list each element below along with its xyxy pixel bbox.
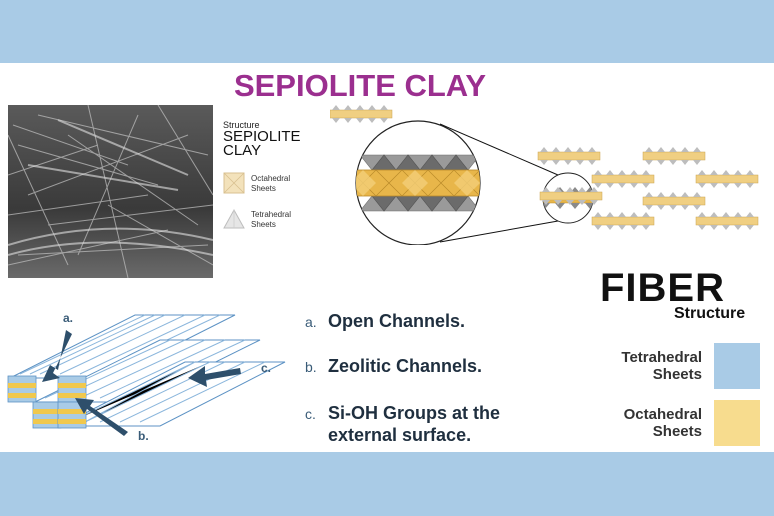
structure-legend-name-line1: SEPIOLITE	[223, 128, 301, 145]
fiber-legend-tetrahedral-line1: Tetrahedral	[621, 349, 702, 366]
legend-tetrahedral-label-line2: Sheets	[251, 220, 276, 229]
arrow-b-icon	[75, 398, 128, 436]
crystal-structure-illustration	[330, 105, 759, 245]
page-title: SEPIOLITE CLAY	[233, 68, 487, 103]
diagram-label-c: c.	[261, 361, 271, 375]
sepiolite-block-pattern	[330, 105, 759, 231]
fiber-legend-octahedral-line1: Octahedral	[623, 406, 702, 423]
arrow-c-icon	[188, 366, 241, 387]
diagram-label-a: a.	[63, 311, 73, 325]
structure-legend-name-line2: CLAY	[223, 142, 262, 159]
bottom-band	[0, 452, 774, 516]
diagram-label-b: b.	[138, 429, 149, 443]
list-item-letter: b.	[305, 359, 317, 375]
top-band	[0, 0, 774, 63]
fiber-legend-tetrahedral-line2: Sheets	[652, 366, 702, 383]
octahedral-layer-zoomed	[356, 154, 480, 212]
tetrahedral-swatch-icon	[223, 208, 245, 229]
structure-legend-caption: Structure	[223, 120, 260, 130]
fiber-strand-3	[59, 361, 286, 427]
list-item-text: Si-OH Groups at the external surface.	[328, 403, 501, 445]
legend-octahedral-label-line2: Sheets	[251, 184, 276, 193]
channel-arrows	[42, 330, 241, 436]
tetrahedral-color-swatch	[714, 343, 760, 389]
legend-octahedral-label-line1: Octahedral	[251, 174, 291, 183]
structure-legend: Structure SEPIOLITE CLAY Octahedral Shee…	[223, 120, 333, 229]
arrow-a-icon	[42, 330, 72, 382]
legend-item-octahedral: Octahedral Sheets	[223, 172, 333, 198]
octahedral-swatch-icon	[223, 172, 245, 194]
list-item-text: Zeolitic Channels.	[328, 356, 483, 376]
list-item-letter: a.	[305, 314, 317, 330]
fiber-legend-octahedral-line2: Sheets	[652, 423, 702, 440]
legend-item-tetrahedral: Tetrahedral Sheets	[223, 208, 333, 234]
fiber-cross-sections	[7, 375, 87, 429]
fiber-legend-octahedral: Octahedral Sheets	[596, 400, 766, 450]
list-item-text: Open Channels.	[328, 311, 466, 331]
sem-micrograph-image	[8, 105, 213, 278]
legend-tetrahedral-label-line1: Tetrahedral	[251, 210, 292, 219]
octahedral-color-swatch	[714, 400, 760, 446]
fiber-legend-tetrahedral: Tetrahedral Sheets	[596, 343, 766, 393]
fiber-heading: FIBER	[600, 266, 725, 310]
fiber-channels-illustration: a. b. c.	[7, 311, 286, 443]
list-item-letter: c.	[305, 406, 316, 422]
fiber-subheading: Structure	[674, 305, 746, 322]
